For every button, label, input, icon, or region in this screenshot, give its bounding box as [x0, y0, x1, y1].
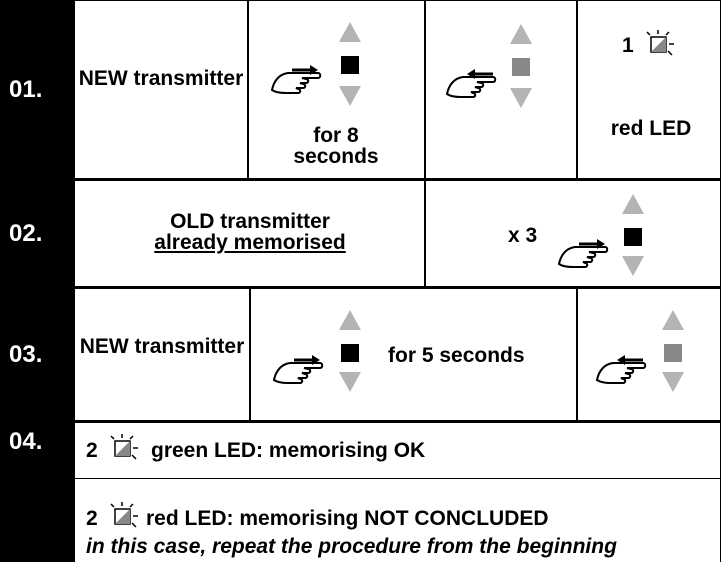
step-number-04: 04. [0, 422, 74, 562]
new-transmitter-label: NEW transmitter [78, 67, 244, 90]
key-group [622, 194, 644, 276]
key-down-icon [622, 256, 644, 276]
divider [576, 0, 578, 179]
key-down-icon [510, 88, 532, 108]
divider [247, 0, 249, 179]
key-group [339, 310, 361, 392]
key-square-icon [341, 344, 359, 362]
divider [576, 288, 578, 421]
hand-press-icon [557, 239, 609, 268]
new-transmitter-label: NEW transmitter [79, 335, 245, 358]
press-command [270, 18, 410, 118]
ok-text: green LED: memorising OK [151, 439, 426, 462]
press-count-label: x 3 [508, 224, 538, 247]
step-04-row [74, 422, 721, 562]
fail-note: in this case, repeat the procedure from … [86, 535, 617, 558]
step-01-row [74, 0, 721, 179]
key-square-icon [512, 58, 530, 76]
divider [424, 0, 426, 179]
result-count: 1 [622, 34, 634, 57]
step-number-02: 02. [0, 180, 74, 287]
key-up-icon [510, 24, 532, 44]
release-command [595, 306, 705, 406]
divider [74, 478, 721, 479]
step-number-01: 01. [0, 0, 74, 179]
key-up-icon [622, 194, 644, 214]
key-down-icon [339, 86, 361, 106]
divider [0, 420, 721, 422]
step-number-03: 03. [0, 288, 74, 421]
press-duration-label: for 5 seconds [388, 344, 525, 367]
old-transmitter-label: OLD transmitter already memorised [154, 210, 346, 254]
hand-release-icon [595, 355, 647, 384]
led-blink-icon [110, 434, 138, 460]
key-down-icon [339, 372, 361, 392]
hand-release-icon [445, 69, 497, 98]
key-square-icon [624, 228, 642, 246]
key-square-icon [664, 344, 682, 362]
divider [424, 180, 426, 287]
fail-count: 2 [86, 507, 98, 530]
key-square-icon [341, 56, 359, 74]
key-group [662, 310, 684, 392]
press-command [272, 306, 372, 406]
hand-press-icon [272, 355, 324, 384]
key-up-icon [339, 310, 361, 330]
key-group [510, 24, 532, 108]
divider [0, 286, 721, 288]
press-command [557, 190, 677, 290]
release-command [445, 20, 565, 120]
key-down-icon [662, 372, 684, 392]
key-up-icon [662, 310, 684, 330]
key-group [339, 22, 361, 106]
led-blink-icon [646, 30, 674, 56]
result-label: red LED [610, 117, 692, 140]
hand-press-icon [270, 65, 322, 94]
press-duration-label: for 8 seconds [293, 124, 379, 168]
ok-count: 2 [86, 439, 98, 462]
divider [249, 288, 251, 421]
led-blink-icon [110, 502, 138, 528]
key-up-icon [339, 22, 361, 42]
step-03-row [74, 288, 721, 421]
divider [0, 178, 721, 180]
fail-text: red LED: memorising NOT CONCLUDED [146, 507, 549, 530]
